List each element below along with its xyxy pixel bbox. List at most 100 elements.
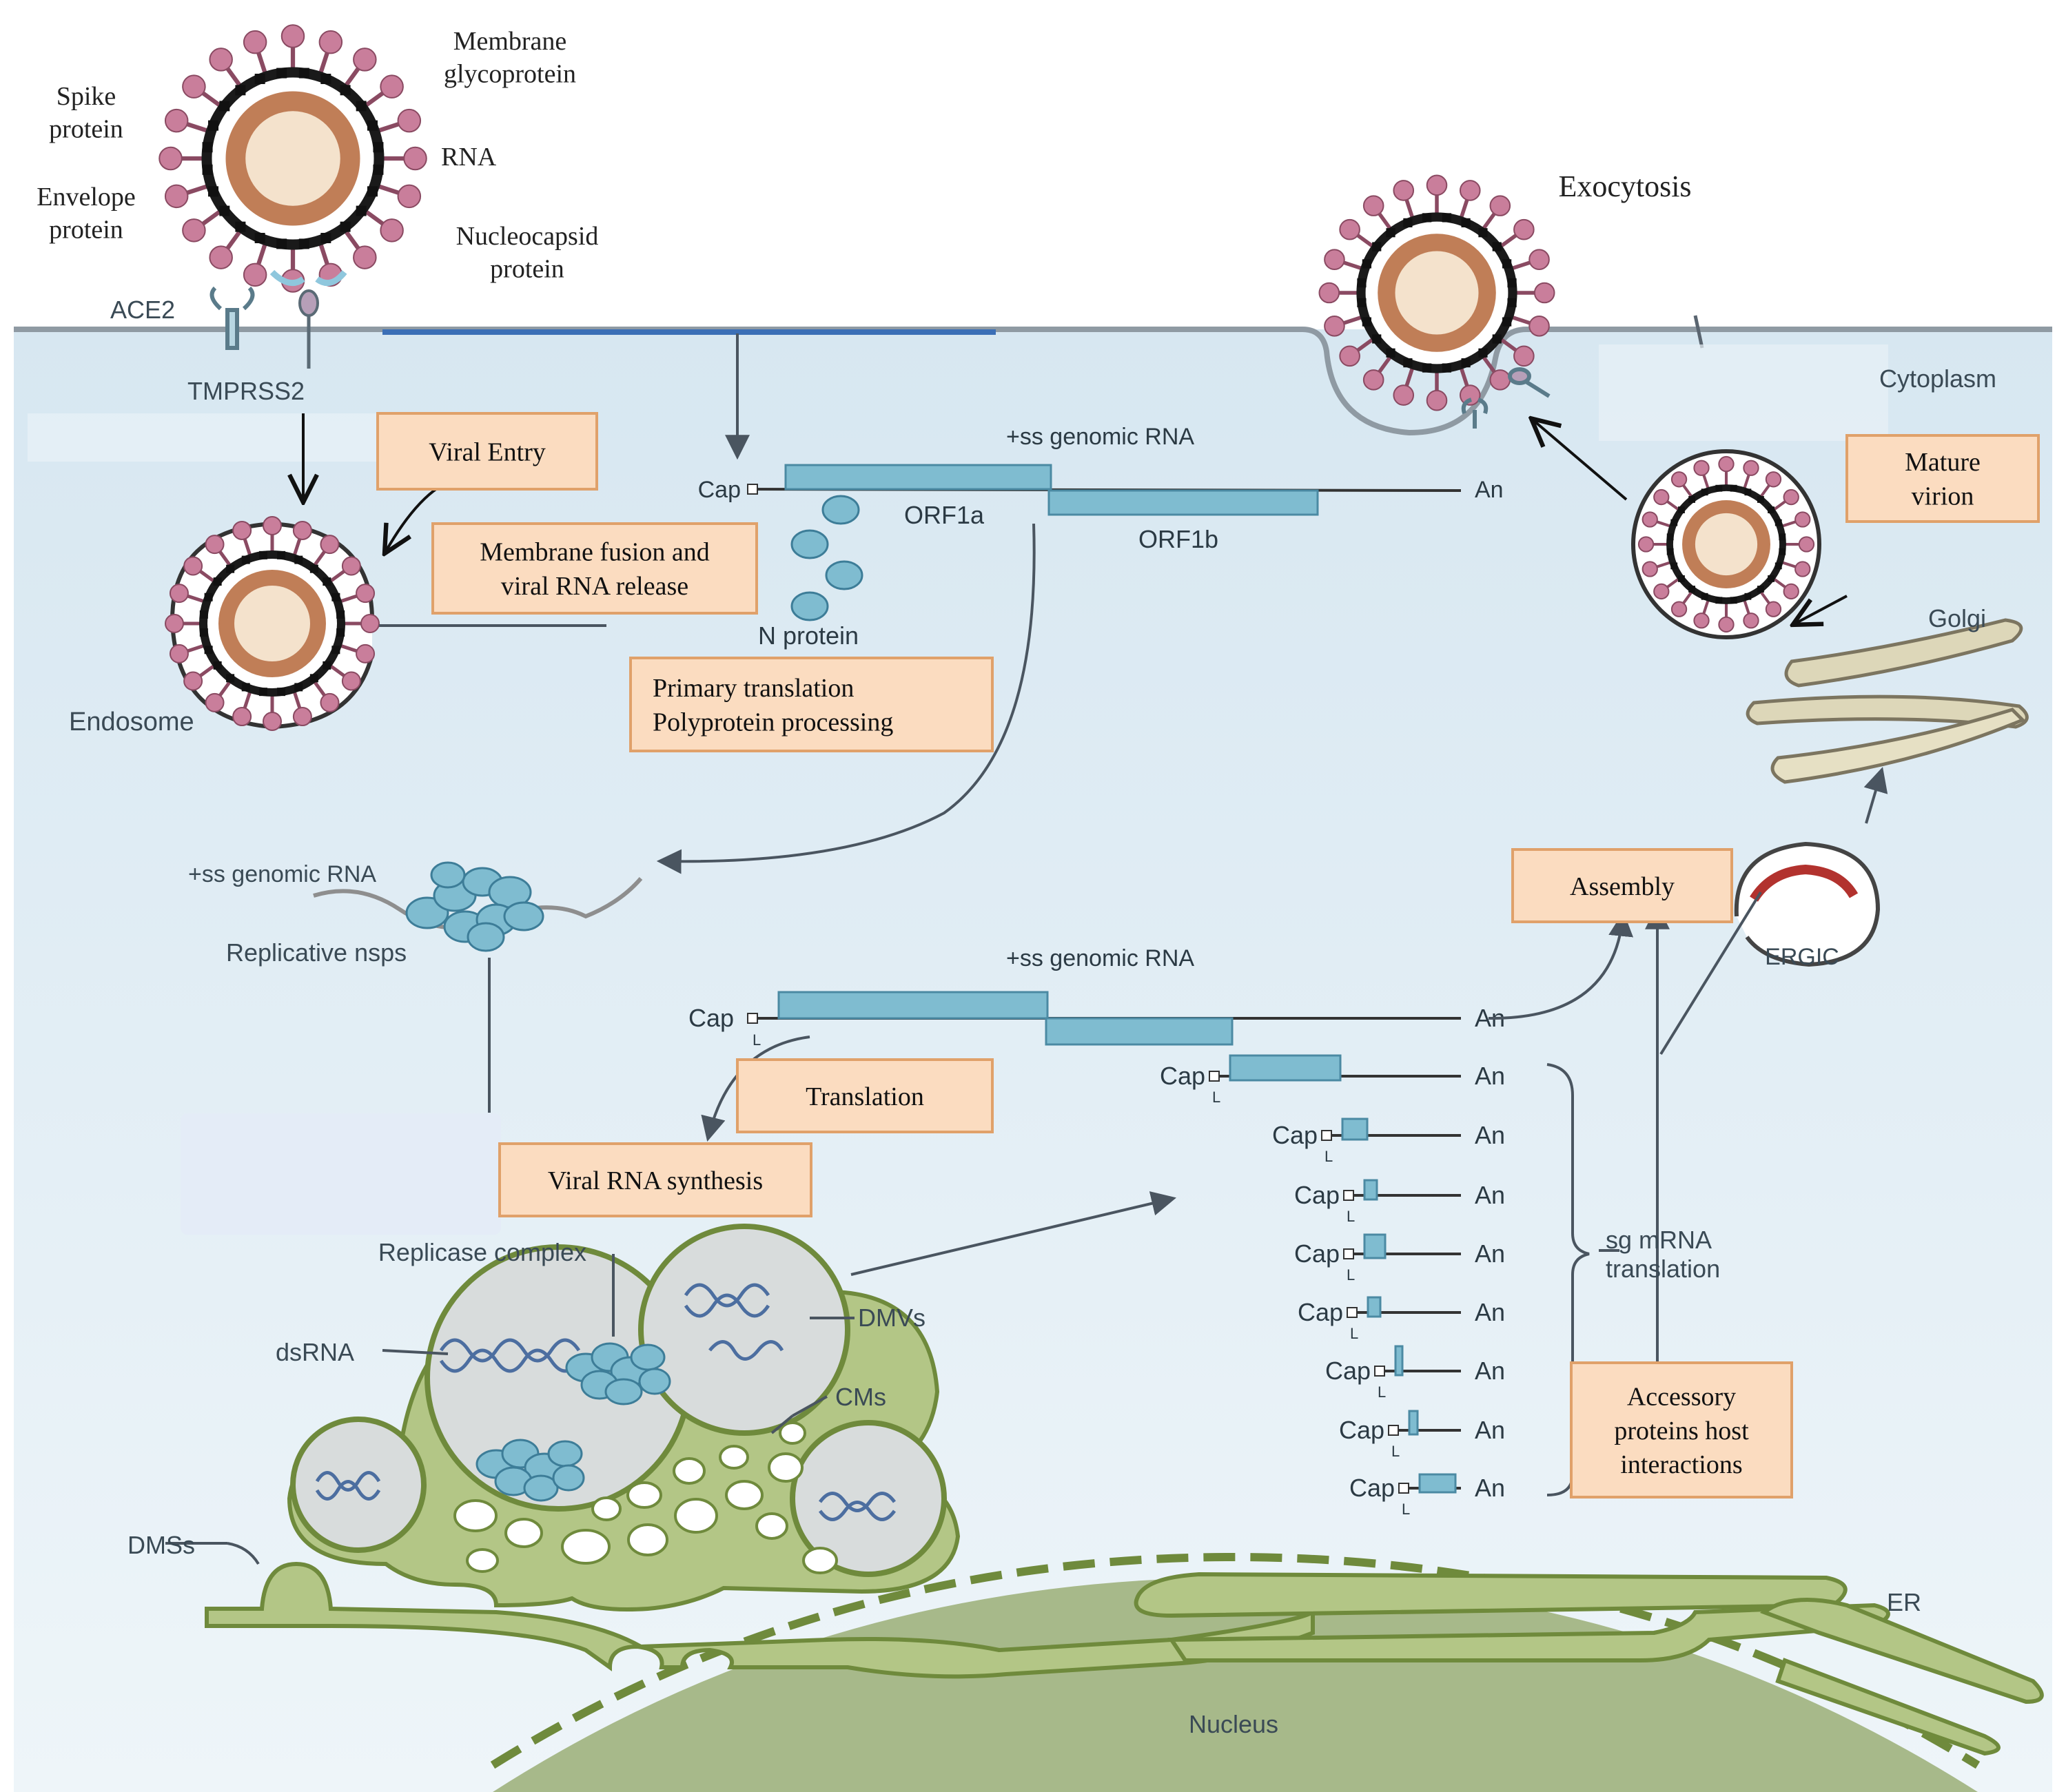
accessory-box: Accessory proteins host interactions (1570, 1361, 1793, 1499)
cap-box (747, 1013, 758, 1024)
plasma-membrane (14, 327, 2052, 436)
exocytosis-label: Exocytosis (1558, 169, 1691, 203)
rna-label: RNA (441, 143, 497, 172)
primary-translation-box-text: Primary translation (653, 674, 854, 703)
an-label: An (1475, 1298, 1505, 1326)
an-label: An (1475, 1416, 1505, 1444)
tmprss2-receptor (298, 289, 319, 369)
an-label: An (1475, 1239, 1505, 1268)
an-label: An (1475, 1121, 1505, 1149)
envelope-protein-label: Envelope (37, 183, 136, 212)
cap-box (1343, 1190, 1354, 1201)
l-label: L (1350, 1325, 1358, 1342)
orf1b-bar-2 (1045, 1017, 1234, 1046)
l-label: L (1378, 1383, 1386, 1401)
translation-box-text: Translation (806, 1082, 924, 1111)
sg-orf-bar (1363, 1179, 1378, 1201)
orf1b-label: ORF1b (1138, 525, 1218, 553)
cap-label: Cap (1298, 1298, 1343, 1326)
nucleocapsid-protein-label: Nucleocapsid (456, 222, 599, 251)
exocytosis-receptors (1461, 367, 1551, 429)
l-label: L (1212, 1089, 1220, 1106)
mature-virion-box-text: Mature (1905, 448, 1981, 477)
l-label: L (1347, 1266, 1355, 1284)
an-label: An (1475, 1474, 1505, 1502)
mature-virion-box-text: virion (1912, 482, 1974, 511)
orf1b-bar (1047, 489, 1319, 516)
sg-mrna-label: translation (1606, 1255, 1720, 1283)
sg-orf-bar (1418, 1473, 1457, 1494)
cap-label: Cap (1294, 1239, 1340, 1268)
cap-box (1347, 1307, 1358, 1318)
orf1a-bar (784, 464, 1052, 491)
nucleocapsid-protein-label: protein (490, 255, 564, 284)
mature-virion-box: Mature virion (1845, 434, 2040, 523)
sg-orf-bar (1341, 1118, 1369, 1141)
accessory-box-text: proteins host (1614, 1417, 1749, 1445)
envelope-protein-label: protein (49, 216, 123, 245)
sg-orf-bar (1394, 1345, 1404, 1377)
sg-orf-bar (1363, 1233, 1387, 1259)
nucleus (493, 1578, 1978, 1792)
accessory-box-text: Accessory (1627, 1382, 1736, 1411)
tmprss2-label: TMPRSS2 (187, 377, 305, 405)
primary-translation-box-text: Polyprotein processing (653, 708, 893, 737)
panel-right (1599, 344, 1888, 441)
membrane-glycoprotein-label: glycoprotein (444, 60, 576, 89)
genomic-rna-label-mid: +ss genomic RNA (1006, 945, 1194, 971)
membrane-glycoprotein-label: Membrane (453, 27, 567, 56)
cms-label: CMs (835, 1383, 886, 1411)
l-label: L (1347, 1208, 1355, 1225)
dsrna-label: dsRNA (276, 1338, 354, 1366)
ergic-vesicle (1734, 841, 1881, 967)
cap-label: Cap (1349, 1474, 1395, 1502)
l-label: L (1391, 1443, 1400, 1460)
dmvs-label: DMVs (858, 1304, 925, 1332)
labels: MembraneglycoproteinSpikeproteinRNAEnvel… (37, 27, 1996, 1738)
viral-entry-box-text: Viral Entry (429, 437, 546, 466)
l-label: L (1325, 1148, 1333, 1165)
an-label: An (1475, 1062, 1505, 1090)
cytoplasm-label: Cytoplasm (1879, 364, 1996, 393)
replicative-nsps (313, 861, 643, 952)
assembly-box-text: Assembly (1570, 872, 1675, 901)
grey-arrows (165, 333, 1888, 1565)
cap-box (1321, 1130, 1332, 1141)
l-label: L (1402, 1501, 1410, 1518)
spike-protein-label: Spike (57, 82, 116, 111)
spike-protein-label: protein (49, 115, 123, 144)
ace2-label: ACE2 (110, 296, 175, 324)
golgi (1746, 618, 2029, 784)
cap-label: Cap (1325, 1357, 1371, 1385)
sg-orf-bar (1229, 1054, 1342, 1082)
cap-label: Cap (688, 1004, 734, 1032)
accessory-box-text: interactions (1620, 1450, 1742, 1479)
cap-box (747, 484, 758, 495)
sg-orf-bar (1408, 1410, 1419, 1436)
assembly-box: Assembly (1511, 848, 1733, 923)
cap-box (1388, 1425, 1399, 1436)
panel-mid (181, 1113, 501, 1235)
n-protein-molecules (790, 495, 863, 621)
viral-rna-synthesis-box-text: Viral RNA synthesis (548, 1166, 763, 1195)
viral-entry-box: Viral Entry (376, 412, 598, 491)
virion-mature (1637, 455, 1815, 633)
virion-exocytosis (1318, 174, 1555, 411)
panel-left (28, 413, 386, 462)
cap-label: Cap (1294, 1181, 1340, 1209)
genomic-rna-label-top: +ss genomic RNA (1006, 424, 1194, 450)
golgi-label: Golgi (1928, 604, 1986, 632)
an-label: An (1475, 1181, 1505, 1209)
n-protein-label: N protein (758, 621, 859, 650)
endosome-label: Endosome (69, 708, 194, 737)
cap-label: Cap (1160, 1062, 1205, 1090)
translation-box: Translation (736, 1058, 994, 1133)
nucleus-label: Nucleus (1189, 1710, 1278, 1738)
replicase-complex-label: Replicase complex (378, 1238, 586, 1266)
